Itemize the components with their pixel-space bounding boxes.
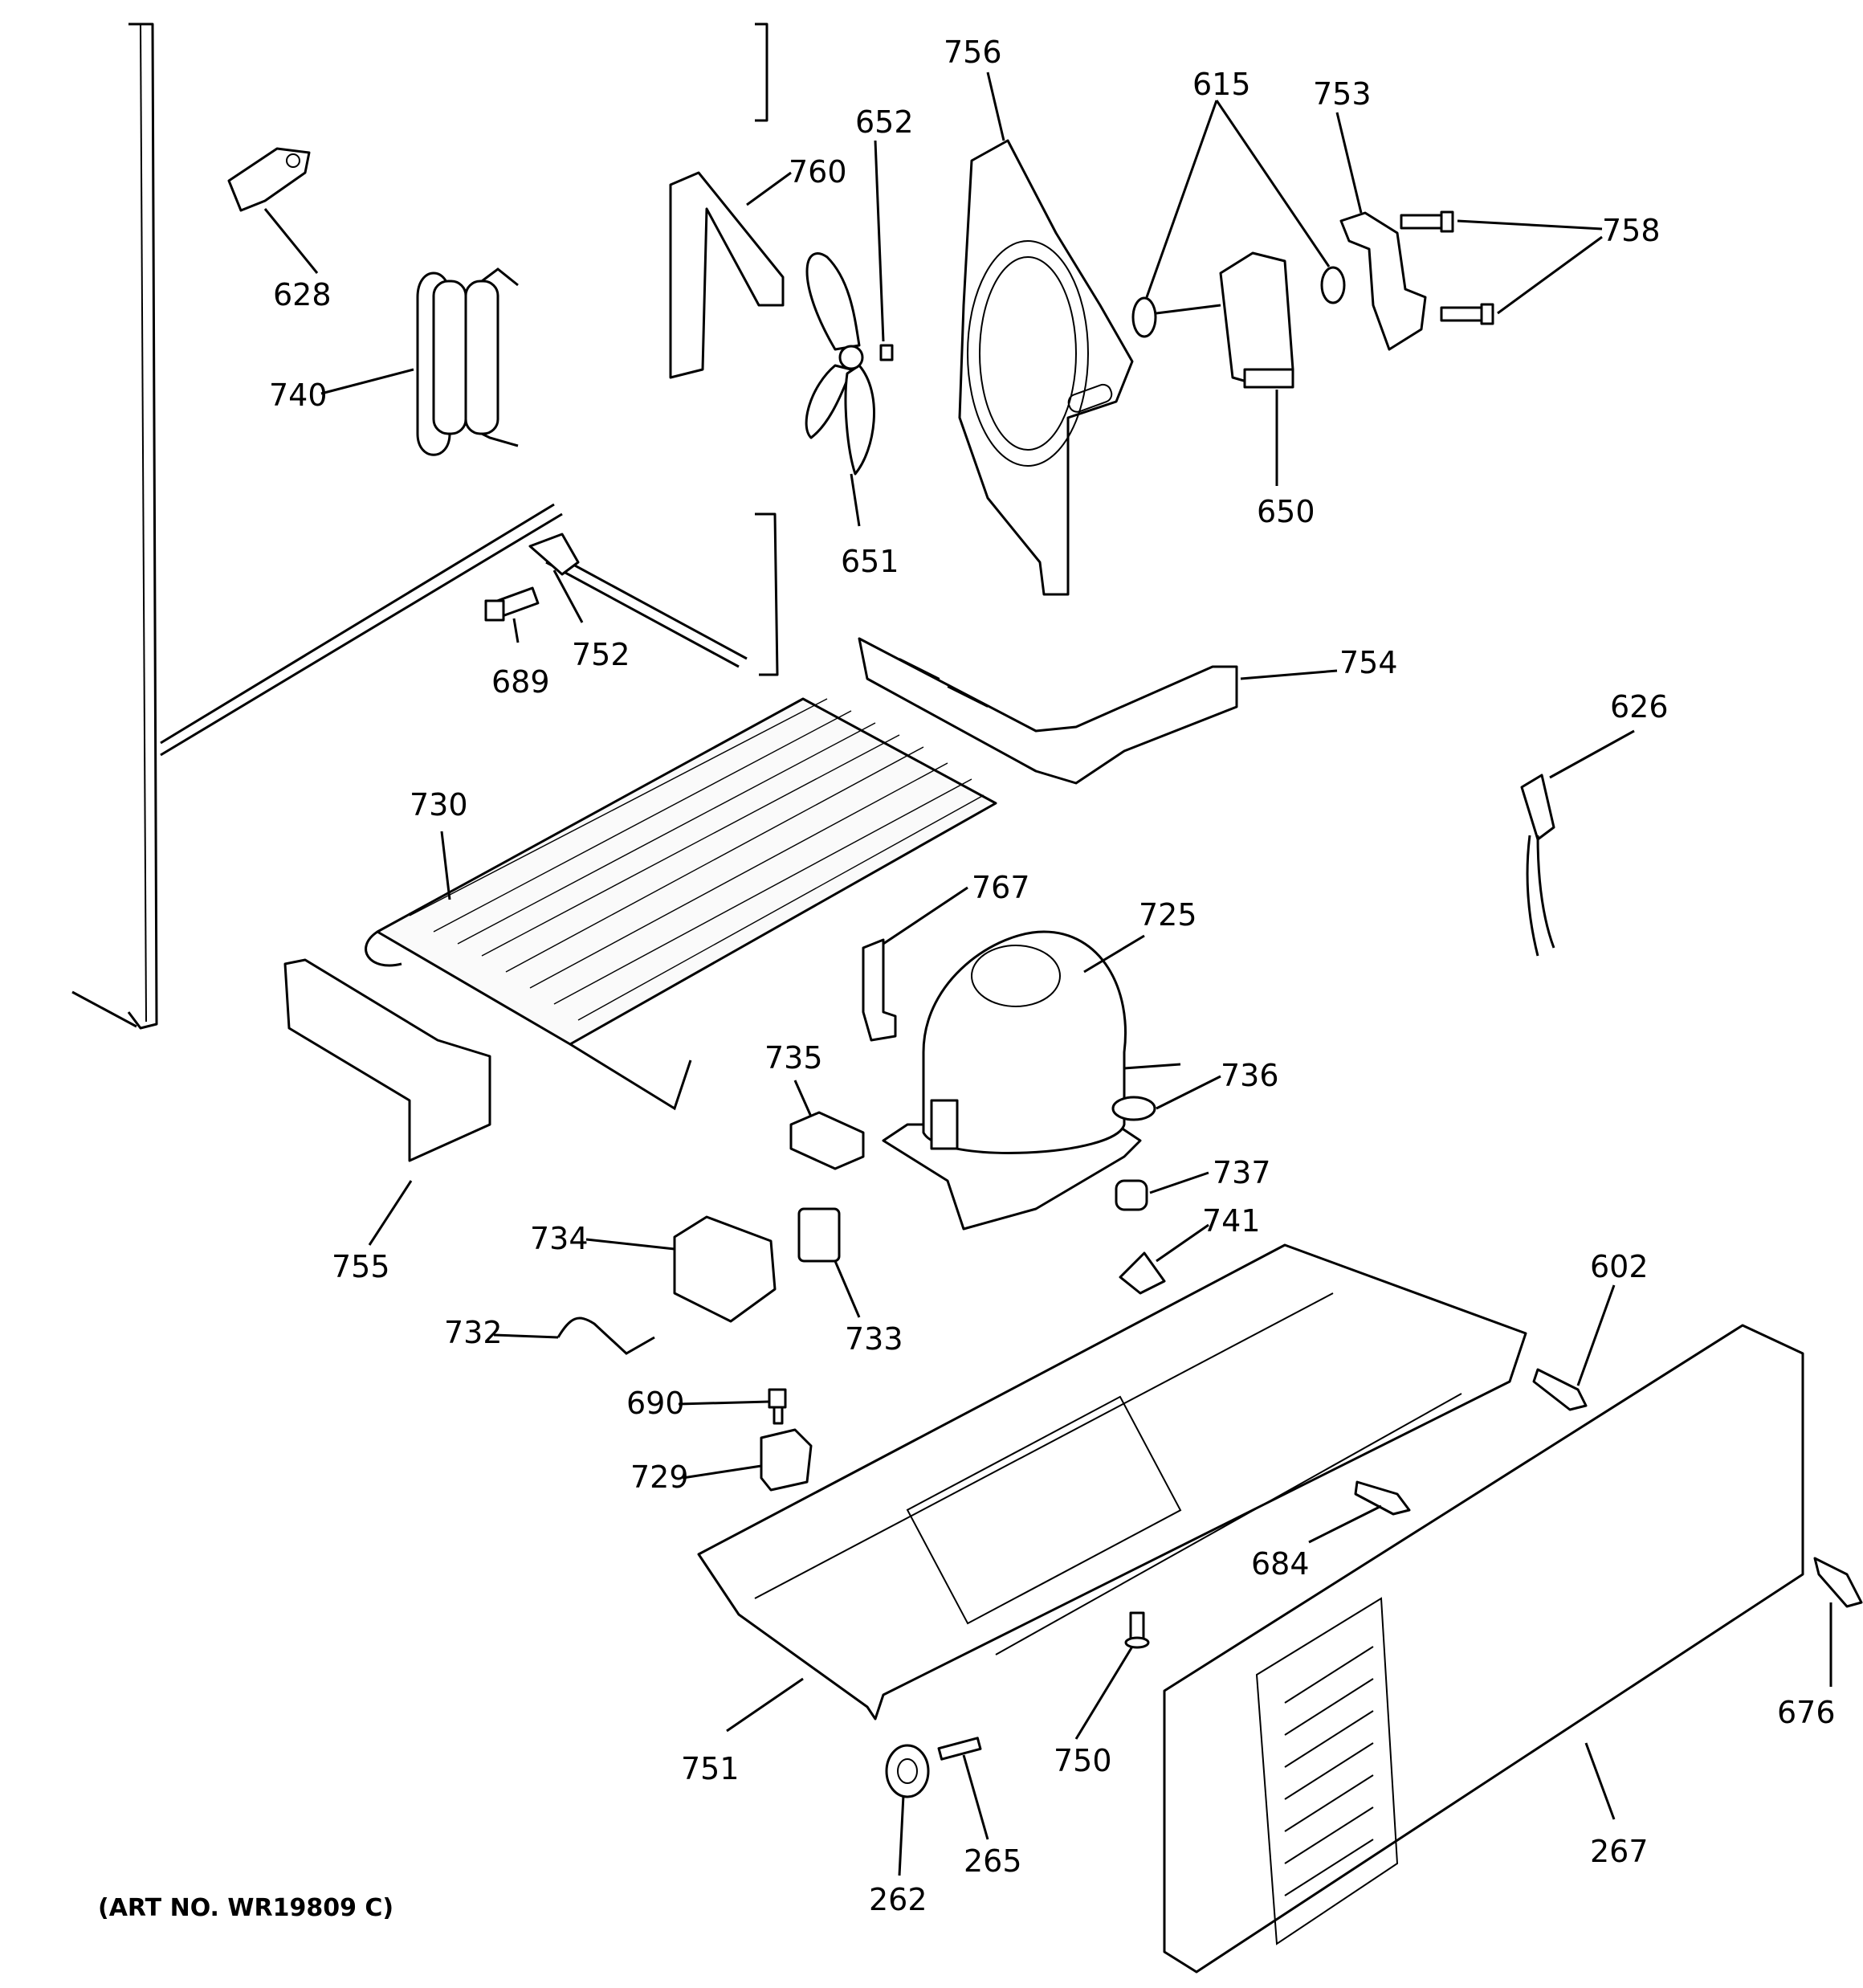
part-652-fan-nut (879, 344, 894, 361)
callout-652: 652 (855, 104, 914, 140)
callout-756: 756 (944, 35, 1002, 70)
part-265-axle (937, 1737, 982, 1761)
callout-730: 730 (410, 787, 468, 823)
part-615-grommet-right (1320, 266, 1346, 304)
part-628-tube-clamp (227, 147, 311, 212)
part-730-condenser-coil (365, 697, 997, 1111)
callout-734: 734 (530, 1221, 589, 1256)
part-684-screw (1354, 1480, 1411, 1516)
callout-729: 729 (630, 1459, 689, 1495)
callout-725: 725 (1139, 897, 1197, 933)
part-602-screw (1532, 1368, 1588, 1411)
part-740-dryer (416, 267, 519, 456)
part-734-overload-cover (673, 1215, 777, 1323)
part-751-base-pan (697, 1243, 1527, 1721)
art-number-label: (ART NO. WR19809 C) (98, 1894, 393, 1922)
part-755-condenser-bracket (283, 958, 491, 1162)
part-729-capacitor (760, 1428, 813, 1492)
part-741-mount (1119, 1251, 1166, 1295)
callout-740: 740 (269, 378, 328, 413)
callout-676: 676 (1777, 1695, 1836, 1730)
callout-628: 628 (273, 277, 332, 312)
callout-755: 755 (332, 1249, 390, 1284)
part-689-bolt (484, 586, 540, 622)
part-760-fan-bracket (669, 171, 785, 379)
callout-684: 684 (1251, 1546, 1310, 1582)
part-737-grommet (1115, 1179, 1148, 1211)
part-752-bracket (528, 533, 580, 576)
part-756-fan-shroud (958, 139, 1134, 596)
callout-262: 262 (869, 1882, 927, 1917)
part-736-grommet (1111, 1096, 1156, 1121)
callout-267: 267 (1590, 1834, 1649, 1869)
part-725-compressor (882, 930, 1181, 1231)
callout-760: 760 (789, 154, 847, 190)
part-735-relay (789, 1111, 865, 1170)
part-758-screw-upper (1400, 210, 1454, 233)
part-651-fan-blade (805, 252, 875, 476)
callout-626: 626 (1610, 689, 1669, 725)
part-750-screw (1124, 1611, 1150, 1649)
callout-689: 689 (491, 664, 550, 700)
callout-602: 602 (1590, 1249, 1649, 1284)
callout-265: 265 (964, 1843, 1022, 1879)
part-733-relay (797, 1207, 841, 1263)
part-690-screw (768, 1388, 787, 1425)
part-615-grommet-left (1131, 296, 1157, 338)
callout-758: 758 (1602, 213, 1661, 248)
callout-736: 736 (1221, 1058, 1279, 1093)
callout-741: 741 (1202, 1203, 1261, 1239)
callout-754: 754 (1339, 645, 1398, 680)
callout-732: 732 (444, 1315, 503, 1350)
callout-733: 733 (845, 1321, 903, 1357)
part-262-roller (885, 1744, 930, 1798)
part-753-motor-bracket (1339, 211, 1427, 351)
leader-lines (263, 71, 1832, 1876)
callout-737: 737 (1213, 1155, 1271, 1190)
part-267-access-panel (1163, 1324, 1804, 1974)
callout-751: 751 (681, 1751, 740, 1786)
part-626-wire-harness (1520, 774, 1555, 957)
callout-615: 615 (1192, 67, 1251, 102)
callout-labels: 756 615 753 652 760 758 628 740 650 651 … (269, 35, 1836, 1917)
callout-650: 650 (1257, 494, 1315, 529)
part-767-clip (862, 938, 897, 1042)
callout-752: 752 (572, 637, 630, 672)
callout-753: 753 (1313, 76, 1372, 112)
cabinet-side-rail (71, 22, 779, 1030)
callout-690: 690 (626, 1386, 685, 1421)
callout-735: 735 (764, 1040, 823, 1076)
part-754-condenser-bracket (858, 637, 1238, 785)
part-732-wire-clip (556, 1316, 655, 1355)
part-650-fan-motor (1156, 251, 1294, 389)
callout-651: 651 (841, 544, 899, 579)
callout-767: 767 (972, 870, 1030, 905)
part-758-screw-lower (1440, 303, 1494, 325)
callout-750: 750 (1054, 1743, 1112, 1778)
part-676-screw (1813, 1557, 1863, 1608)
